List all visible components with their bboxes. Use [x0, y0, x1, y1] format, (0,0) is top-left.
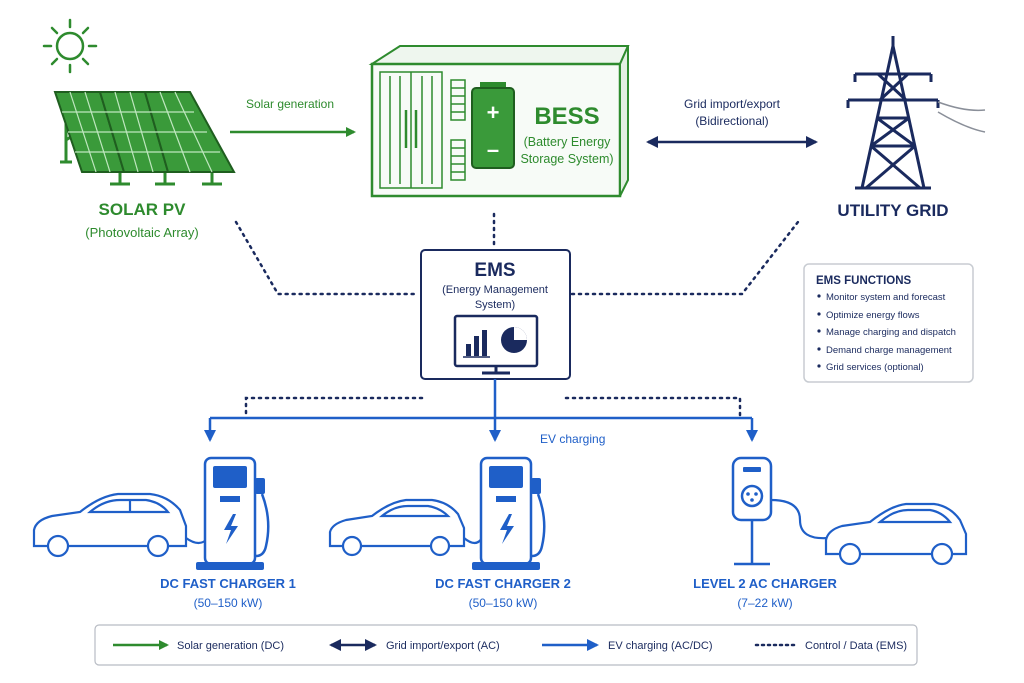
solar-panel-icon	[53, 91, 236, 186]
solar-pv-title: SOLAR PV	[99, 200, 187, 219]
dc-fast-charger-2-icon	[463, 456, 546, 570]
ev-charging-feed	[204, 379, 758, 442]
ems-title: EMS	[474, 260, 515, 281]
power-lines-icon	[937, 101, 986, 133]
ems-subtitle-line1: (Energy Management	[442, 284, 548, 296]
transmission-tower-icon	[846, 36, 940, 190]
ems-function-item: Monitor system and forecast	[826, 292, 946, 303]
bess-subtitle-line2: Storage System)	[520, 152, 613, 166]
ev-car-icon	[824, 502, 968, 566]
grid-flow-label-line2: (Bidirectional)	[695, 114, 768, 128]
solar-pv-subtitle: (Photovoltaic Array)	[85, 225, 198, 240]
solar-generation-label: Solar generation	[246, 97, 334, 111]
ems-subtitle-line2: System)	[475, 299, 515, 311]
ems-function-item: Manage charging and dispatch	[826, 327, 956, 338]
legend-control-label: Control / Data (EMS)	[805, 640, 907, 652]
ems-functions-panel	[803, 263, 974, 383]
ems-function-item: Demand charge management	[826, 345, 952, 356]
legend-box	[94, 624, 918, 666]
utility-grid-title: UTILITY GRID	[837, 201, 948, 220]
monitor-dashboard-icon	[453, 314, 539, 375]
battery-minus-sign: –	[487, 137, 499, 162]
ev-car-icon	[32, 492, 188, 558]
bess-title: BESS	[534, 103, 599, 130]
ev-charging-label: EV charging	[540, 432, 605, 446]
dc-fast-charger-1-rating: (50–150 kW)	[194, 596, 263, 610]
dc-fast-charger-1-title: DC FAST CHARGER 1	[160, 576, 296, 591]
battery-plus-sign: +	[487, 100, 500, 125]
ems-function-item: Optimize energy flows	[826, 310, 920, 321]
dc-fast-charger-2-rating: (50–150 kW)	[469, 596, 538, 610]
ev-car-icon	[328, 498, 466, 557]
level-2-ac-charger-title: LEVEL 2 AC CHARGER	[693, 576, 837, 591]
level-2-ac-charger-rating: (7–22 kW)	[737, 596, 792, 610]
bess-container-icon	[368, 45, 630, 198]
bess-subtitle-line1: (Battery Energy	[524, 135, 612, 149]
ems-functions-list: Monitor system and forecast Optimize ene…	[817, 292, 956, 373]
legend-grid-label: Grid import/export (AC)	[386, 640, 500, 652]
grid-flow-label-line1: Grid import/export	[684, 97, 781, 111]
dc-fast-charger-1-icon	[185, 456, 270, 570]
legend-solar-label: Solar generation (DC)	[177, 640, 284, 652]
sun-icon	[42, 18, 98, 74]
ems-function-item: Grid services (optional)	[826, 362, 924, 373]
control-data-lines	[234, 212, 800, 418]
dc-fast-charger-2-title: DC FAST CHARGER 2	[435, 576, 571, 591]
level-2-ac-charger-icon	[731, 456, 829, 566]
ems-functions-title: EMS FUNCTIONS	[816, 275, 912, 287]
legend-ev-label: EV charging (AC/DC)	[608, 640, 713, 652]
